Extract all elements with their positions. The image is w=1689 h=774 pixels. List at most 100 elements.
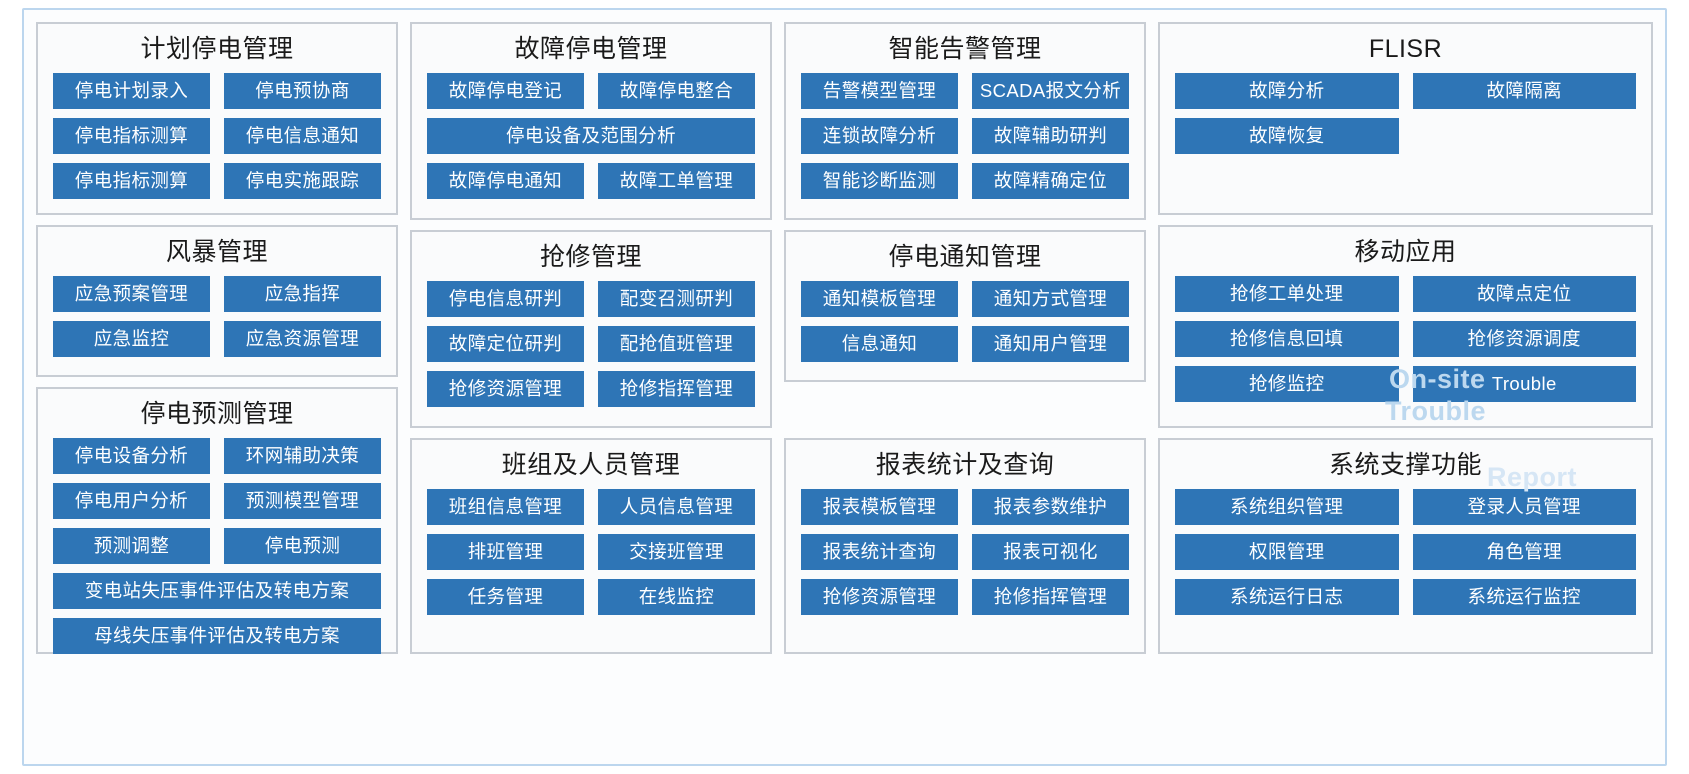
module-button[interactable]: 抢修指挥管理 — [598, 371, 755, 408]
module-button[interactable]: 报表参数维护 — [972, 489, 1129, 526]
module-button[interactable]: 故障隔离 — [1412, 73, 1636, 110]
module-button[interactable]: 系统组织管理 — [1175, 489, 1399, 526]
module-button[interactable]: 通知模板管理 — [801, 281, 958, 318]
module-button[interactable]: 系统运行日志 — [1175, 579, 1399, 616]
module-button[interactable]: 停电预测 — [224, 528, 381, 565]
module-button[interactable]: 报表可视化 — [972, 534, 1129, 571]
module-button[interactable]: 停电设备分析 — [53, 438, 210, 475]
module-button[interactable]: 班组信息管理 — [427, 489, 584, 526]
module-button[interactable]: 权限管理 — [1175, 534, 1399, 571]
module-button[interactable]: 故障辅助研判 — [972, 118, 1129, 155]
button-row: 应急监控应急资源管理 — [53, 321, 381, 358]
module-button[interactable]: 交接班管理 — [598, 534, 755, 571]
module-button[interactable]: 故障停电整合 — [598, 73, 755, 110]
module-button[interactable]: 人员信息管理 — [598, 489, 755, 526]
module-button[interactable]: 应急资源管理 — [224, 321, 381, 358]
module-button[interactable]: 停电指标测算 — [53, 163, 210, 200]
module-button[interactable]: 停电信息通知 — [224, 118, 381, 155]
button-row: 排班管理交接班管理 — [427, 534, 755, 571]
panel-buttons-outage-notification-management: 通知模板管理通知方式管理信息通知通知用户管理 — [786, 281, 1144, 363]
panel-title-flisr: FLISR — [1368, 35, 1443, 63]
module-button[interactable]: 停电设备及范围分析 — [427, 118, 755, 155]
module-button[interactable]: 智能诊断监测 — [801, 163, 958, 200]
module-button[interactable]: 预测调整 — [53, 528, 210, 565]
panel-title-system-support-functions: 系统支撑功能 — [1328, 451, 1482, 479]
module-button[interactable]: 通知用户管理 — [972, 326, 1129, 363]
module-button[interactable]: 排班管理 — [427, 534, 584, 571]
module-button[interactable]: 故障分析 — [1175, 73, 1399, 110]
module-button[interactable]: 故障工单管理 — [598, 163, 755, 200]
module-button[interactable]: 母线失压事件评估及转电方案 — [53, 618, 381, 655]
module-button[interactable]: 预测模型管理 — [224, 483, 381, 520]
module-button[interactable]: 故障停电通知 — [427, 163, 584, 200]
module-button[interactable]: 报表统计查询 — [801, 534, 958, 571]
module-button[interactable]: 抢修指挥管理 — [972, 579, 1129, 616]
button-row: 通知模板管理通知方式管理 — [801, 281, 1129, 318]
module-button[interactable]: 通知方式管理 — [972, 281, 1129, 318]
module-button[interactable]: 停电信息研判 — [427, 281, 584, 318]
panel-buttons-fault-outage-management: 故障停电登记故障停电整合停电设备及范围分析故障停电通知故障工单管理 — [412, 73, 770, 200]
module-button[interactable]: 信息通知 — [801, 326, 958, 363]
button-row: 抢修监控 Trouble — [1175, 366, 1636, 403]
module-button[interactable]: 抢修资源调度 — [1412, 321, 1636, 358]
panel-title-storm-management: 风暴管理 — [165, 238, 268, 266]
panel-title-emergency-repair-management: 抢修管理 — [539, 243, 642, 271]
panel-buttons-outage-forecast-management: 停电设备分析环网辅助决策停电用户分析预测模型管理预测调整停电预测变电站失压事件评… — [38, 438, 396, 655]
panel-report-statistics-and-query: 报表统计及查询报表模板管理报表参数维护报表统计查询报表可视化抢修资源管理抢修指挥… — [784, 438, 1146, 654]
module-button[interactable]: 应急指挥 — [224, 276, 381, 313]
module-button[interactable]: 配变召测研判 — [598, 281, 755, 318]
panel-outage-notification-management: 停电通知管理通知模板管理通知方式管理信息通知通知用户管理 — [784, 230, 1146, 382]
module-button[interactable]: 角色管理 — [1412, 534, 1636, 571]
button-row: 母线失压事件评估及转电方案 — [53, 618, 381, 655]
button-row: 停电指标测算停电信息通知 — [53, 118, 381, 155]
panel-buttons-intelligent-alarm-management: 告警模型管理 SCADA报文分析连锁故障分析故障辅助研判智能诊断监测故障精确定位 — [786, 73, 1144, 200]
button-row: 预测调整停电预测 — [53, 528, 381, 565]
panel-title-fault-outage-management: 故障停电管理 — [514, 35, 668, 63]
panel-title-intelligent-alarm-management: 智能告警管理 — [888, 35, 1042, 63]
module-button[interactable]: 停电用户分析 — [53, 483, 210, 520]
panel-fault-outage-management: 故障停电管理故障停电登记故障停电整合停电设备及范围分析故障停电通知故障工单管理 — [410, 22, 772, 220]
button-row: 任务管理在线监控 — [427, 579, 755, 616]
module-button[interactable]: 登录人员管理 — [1412, 489, 1636, 526]
panel-title-planned-outage-management: 计划停电管理 — [140, 35, 294, 63]
module-button[interactable]: 在线监控 — [598, 579, 755, 616]
module-button[interactable]: 抢修监控 — [1175, 366, 1399, 403]
module-button[interactable]: 环网辅助决策 — [224, 438, 381, 475]
module-button[interactable]: 停电预协商 — [224, 73, 381, 110]
panel-outage-forecast-management: 停电预测管理停电设备分析环网辅助决策停电用户分析预测模型管理预测调整停电预测变电… — [36, 387, 398, 655]
module-button[interactable]: 停电实施跟踪 — [224, 163, 381, 200]
button-row: 抢修资源管理抢修指挥管理 — [801, 579, 1129, 616]
module-button[interactable]: 停电指标测算 — [53, 118, 210, 155]
module-button[interactable]: 应急预案管理 — [53, 276, 210, 313]
module-button[interactable]: 配抢值班管理 — [598, 326, 755, 363]
module-button[interactable]: 应急监控 — [53, 321, 210, 358]
module-button[interactable]: 连锁故障分析 — [801, 118, 958, 155]
button-row: 系统运行日志系统运行监控 — [1175, 579, 1636, 616]
module-button[interactable]: 任务管理 — [427, 579, 584, 616]
module-button[interactable]: 故障停电登记 — [427, 73, 584, 110]
module-button[interactable]: 变电站失压事件评估及转电方案 — [53, 573, 381, 610]
module-button[interactable]: 故障恢复 — [1175, 118, 1399, 155]
module-button[interactable]: 故障定位研判 — [427, 326, 584, 363]
module-button[interactable]: 系统运行监控 — [1412, 579, 1636, 616]
button-row: 故障定位研判配抢值班管理 — [427, 326, 755, 363]
panel-buttons-report-statistics-and-query: 报表模板管理报表参数维护报表统计查询报表可视化抢修资源管理抢修指挥管理 — [786, 489, 1144, 616]
panel-buttons-planned-outage-management: 停电计划录入停电预协商停电指标测算停电信息通知停电指标测算停电实施跟踪 — [38, 73, 396, 200]
module-button[interactable]: 报表模板管理 — [801, 489, 958, 526]
module-button[interactable]: 故障精确定位 — [972, 163, 1129, 200]
button-row: 故障停电通知故障工单管理 — [427, 163, 755, 200]
panel-system-support-functions: 系统支撑功能系统组织管理登录人员管理权限管理角色管理系统运行日志系统运行监控 — [1158, 438, 1653, 654]
module-button[interactable]: 抢修资源管理 — [427, 371, 584, 408]
module-button[interactable]: 故障点定位 — [1412, 276, 1636, 313]
module-button[interactable]: SCADA报文分析 — [972, 73, 1129, 110]
panel-title-report-statistics-and-query: 报表统计及查询 — [875, 451, 1055, 479]
module-button[interactable]: 抢修资源管理 — [801, 579, 958, 616]
module-button[interactable]: 抢修工单处理 — [1175, 276, 1399, 313]
button-row: 停电用户分析预测模型管理 — [53, 483, 381, 520]
module-button[interactable]: 停电计划录入 — [53, 73, 210, 110]
module-button[interactable]: Trouble — [1412, 366, 1636, 403]
module-button[interactable]: 告警模型管理 — [801, 73, 958, 110]
module-button[interactable]: 抢修信息回填 — [1175, 321, 1399, 358]
